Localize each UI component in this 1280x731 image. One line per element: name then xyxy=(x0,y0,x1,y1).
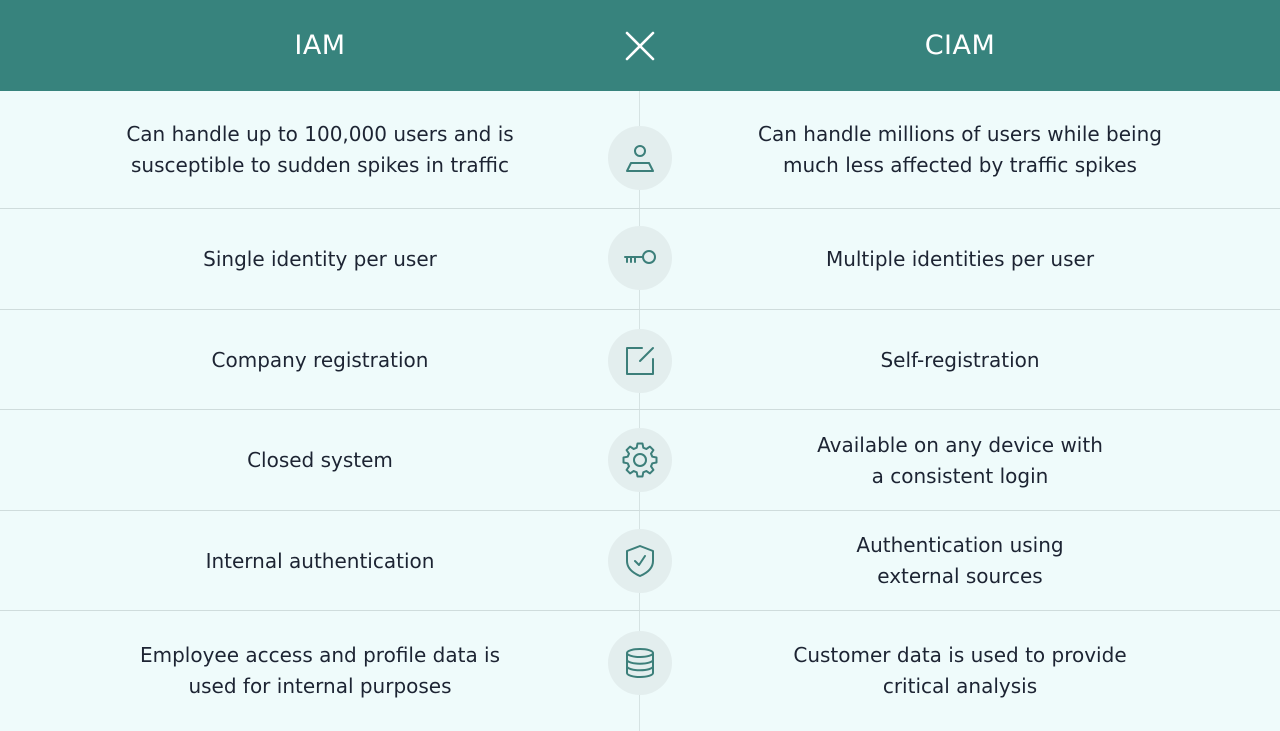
ciam-text-line: Customer data is used to provide xyxy=(793,643,1127,667)
shield-check-icon xyxy=(608,529,672,593)
ciam-text-line: a consistent login xyxy=(871,463,1049,488)
ciam-text-line: critical analysis xyxy=(882,674,1038,698)
iam-text-line: used for internal purposes xyxy=(188,674,452,698)
row-separator xyxy=(0,510,1280,511)
iam-text-line: Can handle up to 100,000 users and is xyxy=(126,122,514,146)
ciam-cell: Authentication using external sources xyxy=(730,511,1190,611)
iam-text-line: Company registration xyxy=(211,347,429,372)
header-bar: IAM CIAM xyxy=(0,0,1280,91)
ciam-text-line: much less affected by traffic spikes xyxy=(783,153,1137,177)
ciam-cell: Available on any device with a consisten… xyxy=(730,410,1190,511)
close-x-icon xyxy=(625,31,655,61)
ciam-text-line: Multiple identities per user xyxy=(825,247,1095,271)
ciam-text-line: external sources xyxy=(877,564,1043,588)
ciam-text-line: Authentication using xyxy=(856,533,1064,557)
ciam-title: CIAM xyxy=(924,30,996,61)
iam-cell: Company registration xyxy=(90,310,550,410)
iam-text-line: Closed system xyxy=(247,448,393,472)
edit-icon xyxy=(608,329,672,393)
iam-text-line: susceptible to sudden spikes in traffic xyxy=(131,153,509,177)
ciam-text-line: Can handle millions of users while being xyxy=(758,122,1162,146)
ciam-cell: Customer data is used to provide critica… xyxy=(730,611,1190,731)
iam-text-line: Internal authentication xyxy=(205,548,435,573)
ciam-text-line: Self-registration xyxy=(880,347,1040,372)
ciam-text-line: Available on any device with xyxy=(817,432,1103,457)
comparison-row-authentication: Internal authentication Authentication u… xyxy=(0,511,1280,611)
iam-cell: Single identity per user xyxy=(90,209,550,310)
key-icon xyxy=(608,226,672,290)
iam-text-line: Single identity per user xyxy=(203,247,437,271)
row-separator xyxy=(0,208,1280,209)
comparison-row-system: Closed system Available on any device wi… xyxy=(0,410,1280,511)
row-separator xyxy=(0,409,1280,410)
iam-cell: Closed system xyxy=(90,410,550,511)
user-icon xyxy=(608,126,672,190)
comparison-row-user: Can handle up to 100,000 users and is su… xyxy=(0,91,1280,209)
row-separator xyxy=(0,309,1280,310)
iam-cell: Can handle up to 100,000 users and is su… xyxy=(90,91,550,209)
row-separator xyxy=(0,610,1280,611)
ciam-cell: Can handle millions of users while being… xyxy=(730,91,1190,209)
comparison-row-registration: Company registration Self-registration xyxy=(0,310,1280,410)
ciam-cell: Multiple identities per user xyxy=(730,209,1190,310)
iam-cell: Employee access and profile data is used… xyxy=(90,611,550,731)
comparison-row-data: Employee access and profile data is used… xyxy=(0,611,1280,731)
database-icon xyxy=(608,631,672,695)
iam-title: IAM xyxy=(294,30,346,61)
iam-text-line: Employee access and profile data is xyxy=(139,643,501,667)
iam-cell: Internal authentication xyxy=(90,511,550,611)
comparison-row-identity: Single identity per user Multiple identi… xyxy=(0,209,1280,310)
gear-icon xyxy=(608,428,672,492)
ciam-cell: Self-registration xyxy=(730,310,1190,410)
center-divider xyxy=(639,91,640,731)
